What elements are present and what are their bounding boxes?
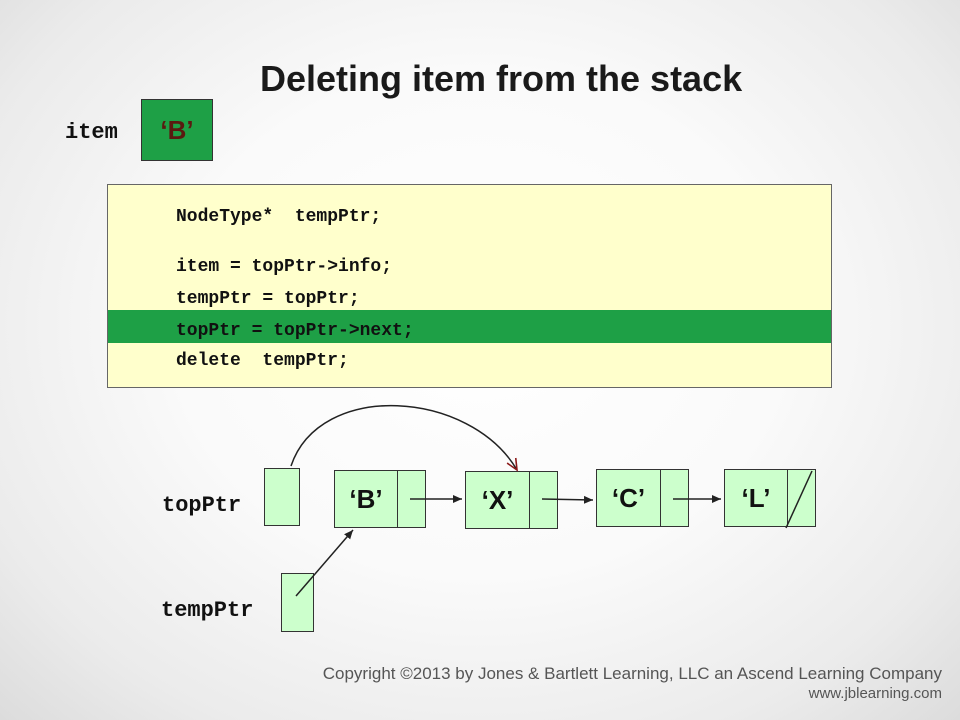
topptr-label: topPtr (162, 493, 242, 518)
copyright-text: Copyright ©2013 by Jones & Bartlett Lear… (322, 664, 942, 683)
tempptr-label: tempPtr (161, 598, 254, 623)
code-line-delete-tempptr: delete tempPtr; (176, 351, 349, 371)
node-info-l: ‘L’ (725, 470, 788, 526)
copyright-notice: Copyright ©2013 by Jones & Bartlett Lear… (323, 664, 942, 704)
topptr-arrow (290, 404, 518, 472)
code-line-advance-topptr: topPtr = topPtr->next; (176, 321, 414, 341)
code-panel: NodeType* tempPtr; item = topPtr->info; … (107, 184, 832, 388)
publisher-url: www.jblearning.com (808, 685, 942, 702)
list-node-b: ‘B’ (334, 470, 426, 528)
node-info-c: ‘C’ (597, 470, 661, 526)
code-line-declaration: NodeType* tempPtr; (176, 207, 382, 227)
highlighted-code-line-background (108, 310, 831, 343)
list-node-c: ‘C’ (596, 469, 689, 527)
code-line-save-info: item = topPtr->info; (176, 257, 393, 277)
item-value-box: ‘B’ (141, 99, 213, 161)
code-line-assign-tempptr: tempPtr = topPtr; (176, 289, 360, 309)
node-info-x: ‘X’ (466, 472, 530, 528)
tempptr-box (281, 573, 314, 632)
node-info-b: ‘B’ (335, 471, 398, 527)
slide-title: Deleting item from the stack (260, 58, 743, 99)
item-variable-label: item (65, 120, 118, 145)
list-node-x: ‘X’ (465, 471, 558, 529)
list-node-l: ‘L’ (724, 469, 816, 527)
topptr-box (264, 468, 300, 526)
